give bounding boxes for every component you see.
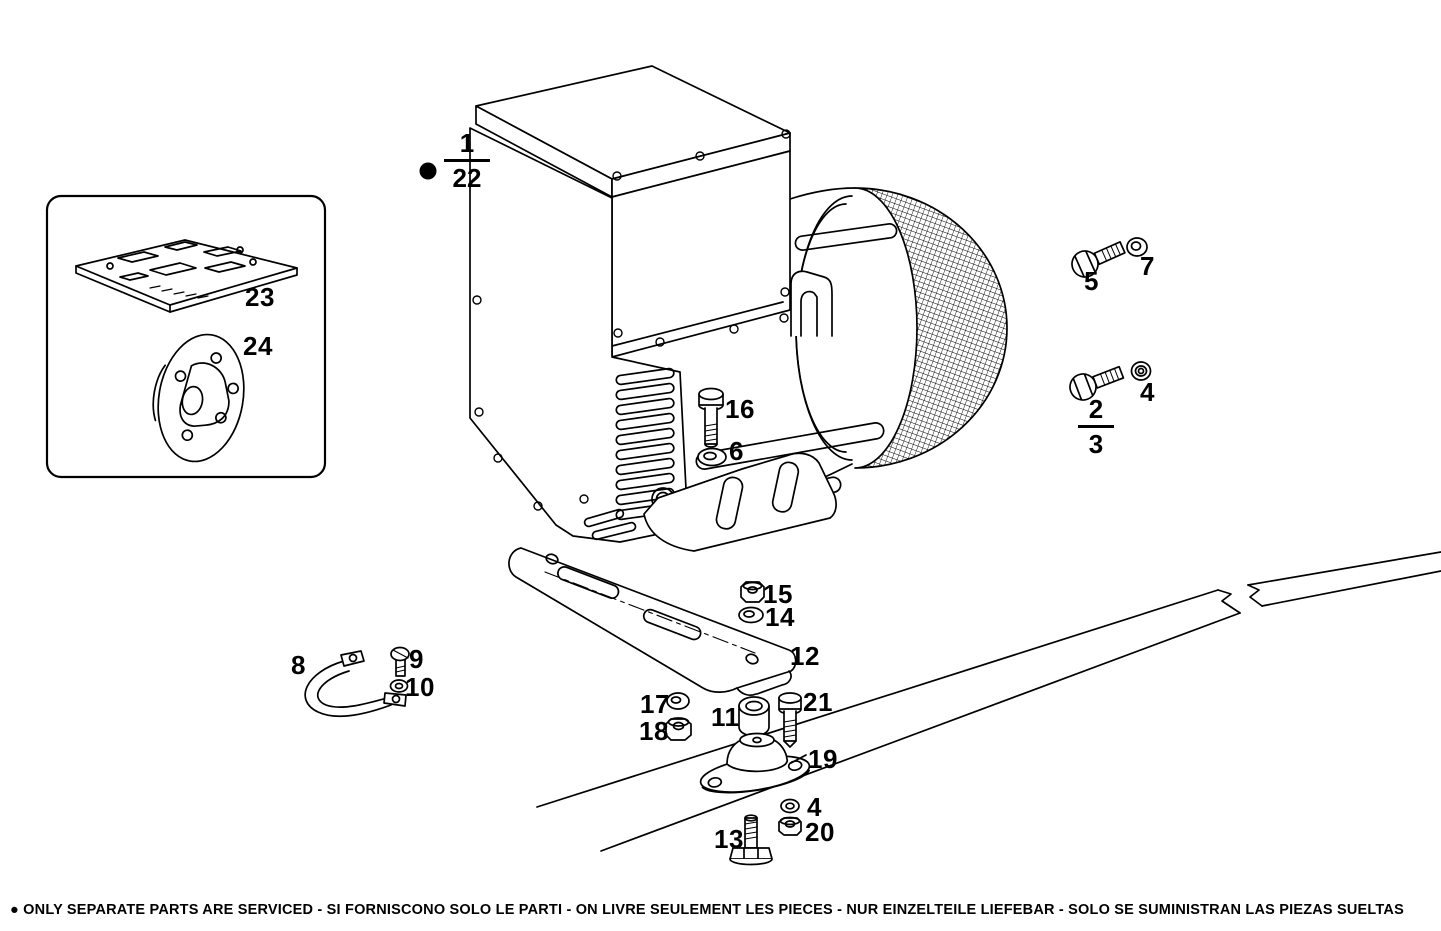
nut-15 bbox=[740, 581, 765, 603]
vibration-mount-19 bbox=[699, 732, 811, 794]
part-label-18: 18 bbox=[639, 716, 669, 746]
part-label-22: 22 bbox=[452, 163, 482, 193]
part-label-15: 15 bbox=[763, 579, 793, 609]
terminal-box bbox=[475, 65, 791, 358]
washer-4-right bbox=[1130, 361, 1152, 381]
part-label-10: 10 bbox=[405, 672, 435, 702]
part-label-4-right: 4 bbox=[1140, 377, 1155, 407]
part-label-2: 2 bbox=[1078, 396, 1114, 428]
generator-body bbox=[691, 187, 1008, 527]
bar-hole bbox=[745, 653, 759, 665]
part-label-7: 7 bbox=[1140, 251, 1155, 281]
drive-disc-24 bbox=[152, 333, 245, 463]
bolt-5 bbox=[1071, 240, 1126, 278]
nut-18 bbox=[665, 717, 692, 741]
part-label-24: 24 bbox=[243, 331, 273, 361]
serviced-part-dot bbox=[419, 162, 437, 180]
lifting-bracket bbox=[790, 270, 833, 337]
bar-slot bbox=[642, 608, 702, 641]
part-label-1: 1 bbox=[444, 130, 490, 162]
part-label-12: 12 bbox=[790, 641, 820, 671]
part-label-2-3: 2 3 bbox=[1078, 396, 1114, 457]
inset-detail-box bbox=[45, 194, 327, 479]
part-label-21: 21 bbox=[803, 687, 833, 717]
part-label-17: 17 bbox=[640, 689, 670, 719]
bolt-2-3 bbox=[1069, 365, 1125, 401]
bar-hole bbox=[545, 553, 559, 565]
ground-cable-8 bbox=[304, 650, 407, 718]
part-label-3: 3 bbox=[1088, 429, 1104, 459]
bolt-16 bbox=[698, 387, 724, 448]
part-label-8: 8 bbox=[291, 650, 306, 680]
part-label-23: 23 bbox=[245, 282, 275, 312]
air-intake-mesh bbox=[854, 187, 1008, 469]
part-label-9: 9 bbox=[409, 644, 424, 674]
part-label-11: 11 bbox=[711, 702, 740, 732]
part-label-20: 20 bbox=[805, 817, 835, 847]
part-label-5: 5 bbox=[1084, 266, 1099, 296]
part-label-19: 19 bbox=[808, 744, 838, 774]
washer-6 bbox=[697, 447, 727, 467]
bolt-13 bbox=[729, 814, 773, 866]
washer-14 bbox=[738, 606, 764, 624]
mounting-bar bbox=[508, 547, 797, 697]
footer-service-note: ● ONLY SEPARATE PARTS ARE SERVICED - SI … bbox=[10, 902, 1404, 918]
base-frame-rail bbox=[536, 551, 1441, 852]
housing-screws bbox=[472, 129, 791, 511]
part-label-16: 16 bbox=[725, 394, 755, 424]
part-label-1-22: 1 22 bbox=[444, 130, 490, 191]
part-label-4-bottom: 4 bbox=[807, 792, 822, 822]
part-label-6: 6 bbox=[729, 436, 744, 466]
part-label-14: 14 bbox=[765, 602, 795, 632]
circuit-board-23 bbox=[75, 239, 298, 313]
bar-slot bbox=[557, 566, 620, 600]
nut-20 bbox=[778, 816, 802, 836]
mounting-foot bbox=[643, 452, 837, 552]
screw-9 bbox=[390, 646, 410, 677]
washer-17 bbox=[666, 692, 690, 710]
part-label-13: 13 bbox=[714, 824, 744, 854]
washer-10 bbox=[389, 679, 409, 693]
spacer-11 bbox=[738, 696, 770, 737]
cooling-slot bbox=[794, 223, 898, 251]
washer-4-bottom bbox=[780, 798, 800, 814]
washer-7 bbox=[1126, 237, 1148, 257]
